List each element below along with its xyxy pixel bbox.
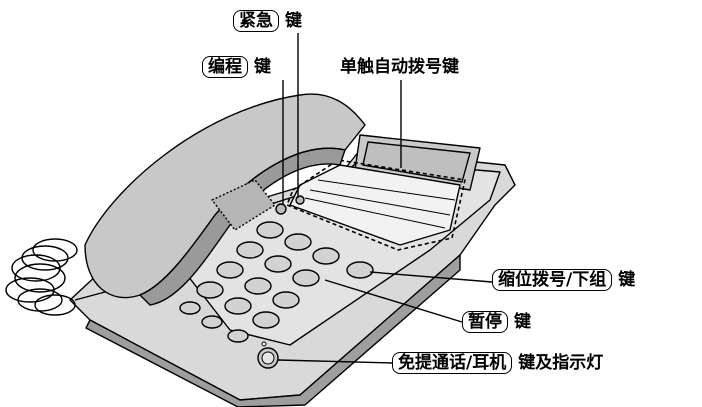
- coiled-cord: [5, 238, 106, 316]
- telephone-illustration: [5, 93, 516, 407]
- phone-base-side: [85, 254, 461, 407]
- speaker-indicator: [261, 341, 267, 347]
- emergency-key-text: 紧急: [233, 10, 279, 32]
- leader-redial: [369, 271, 493, 283]
- redial-key-label: 缩位拨号/下组 键: [492, 269, 635, 291]
- leader-pause: [324, 279, 463, 323]
- redial-key-text: 缩位拨号/下组: [492, 269, 613, 291]
- one-touch-label: 单触自动拨号键: [340, 56, 459, 78]
- keypad: [179, 221, 374, 343]
- emergency-key-label: 紧急 键: [233, 10, 302, 32]
- display-screen: [362, 141, 471, 183]
- program-key-text: 编程: [202, 56, 248, 78]
- speaker-key-suffix: 键及指示灯: [518, 353, 604, 373]
- speaker-key-label: 免提通话/耳机 键及指示灯: [392, 352, 603, 374]
- emergency-button: [295, 195, 305, 205]
- earpiece-grille: [211, 179, 276, 231]
- one-touch-text: 单触自动拨号键: [340, 57, 459, 77]
- program-key-suffix: 键: [254, 57, 271, 77]
- redial-key-suffix: 键: [618, 270, 636, 290]
- emergency-key-suffix: 键: [285, 11, 302, 31]
- leader-lines: [277, 33, 493, 364]
- pause-key-text: 暂停: [462, 311, 508, 333]
- pause-key-suffix: 键: [514, 312, 531, 332]
- speaker-key-text: 免提通话/耳机: [392, 352, 513, 374]
- pause-key-label: 暂停 键: [462, 311, 531, 333]
- leader-speaker: [277, 359, 393, 364]
- program-button: [275, 203, 287, 215]
- program-key-label: 编程 键: [202, 56, 271, 78]
- handset-shadow: [139, 147, 346, 306]
